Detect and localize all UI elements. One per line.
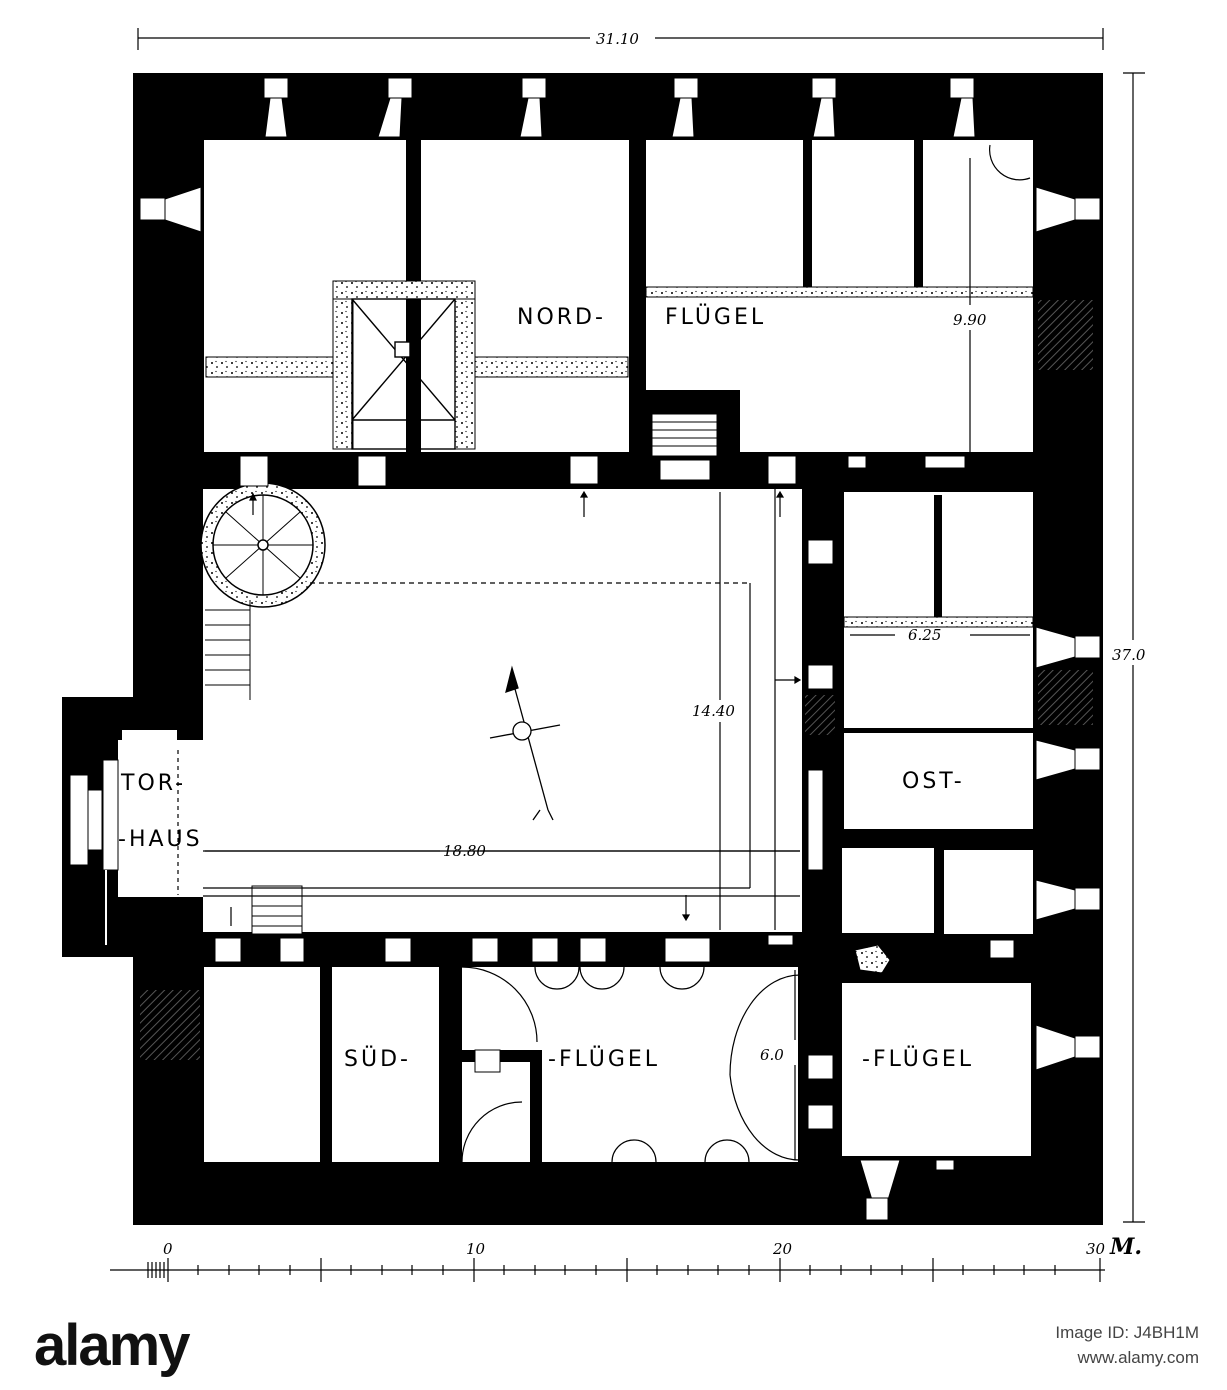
scale-tick-20: 20 [772, 1240, 793, 1258]
watermark-id: Image ID: J4BH1M www.alamy.com [1055, 1320, 1199, 1371]
watermark-logo: alamy [34, 1312, 190, 1378]
castle-floor-plan: 31.10 37.0 9.90 18.80 14.40 6.25 6.0 NOR… [62, 28, 1146, 1282]
watermark-image-id: Image ID: J4BH1M [1055, 1322, 1199, 1342]
dim-overall-width: 31.10 [596, 30, 639, 48]
stair-treads [205, 413, 718, 935]
scale-tick-0: 0 [163, 1240, 173, 1258]
label-haus: -HAUS [118, 827, 203, 852]
central-stair [351, 298, 456, 450]
window-embrasures [139, 77, 1101, 1221]
watermark-bar: alamy Image ID: J4BH1M www.alamy.com [0, 1300, 1227, 1390]
spiral-staircase [200, 482, 326, 608]
label-nord-fluegel: FLÜGEL [665, 304, 766, 330]
watermark-site: www.alamy.com [1077, 1348, 1199, 1367]
scale-unit: M. [1109, 1234, 1142, 1260]
label-nord: NORD- [517, 305, 606, 330]
court-arcade-lines [177, 489, 800, 930]
dim-court-width: 18.80 [443, 842, 486, 860]
dim-nord-depth: 9.90 [953, 311, 987, 329]
dim-court-depth: 14.40 [692, 702, 735, 720]
flow-arrows [230, 490, 802, 926]
gatehouse-details [69, 759, 119, 945]
label-sued: SÜD- [344, 1046, 411, 1072]
dim-overall-height: 37.0 [1112, 646, 1146, 664]
door-swings [461, 144, 1031, 1163]
label-sued-fluegel: -FLÜGEL [548, 1046, 660, 1072]
scale-tick-10: 10 [466, 1240, 486, 1258]
dim-ost-width: 6.25 [908, 626, 941, 644]
dim-sued-depth: 6.0 [760, 1046, 784, 1064]
scale-bar [110, 1258, 1105, 1282]
rubble-mark [854, 944, 891, 974]
dimension-lines [137, 28, 1145, 1223]
label-ost-fluegel: -FLÜGEL [862, 1046, 974, 1072]
scale-tick-30: 30 [1086, 1240, 1106, 1258]
court-piers [122, 455, 1015, 1171]
stippled-partitions [205, 280, 1034, 628]
label-ost: OST- [902, 769, 965, 794]
hatched-masonry [140, 300, 1093, 1060]
label-tor: TOR- [120, 771, 186, 796]
north-arrow [489, 665, 561, 821]
